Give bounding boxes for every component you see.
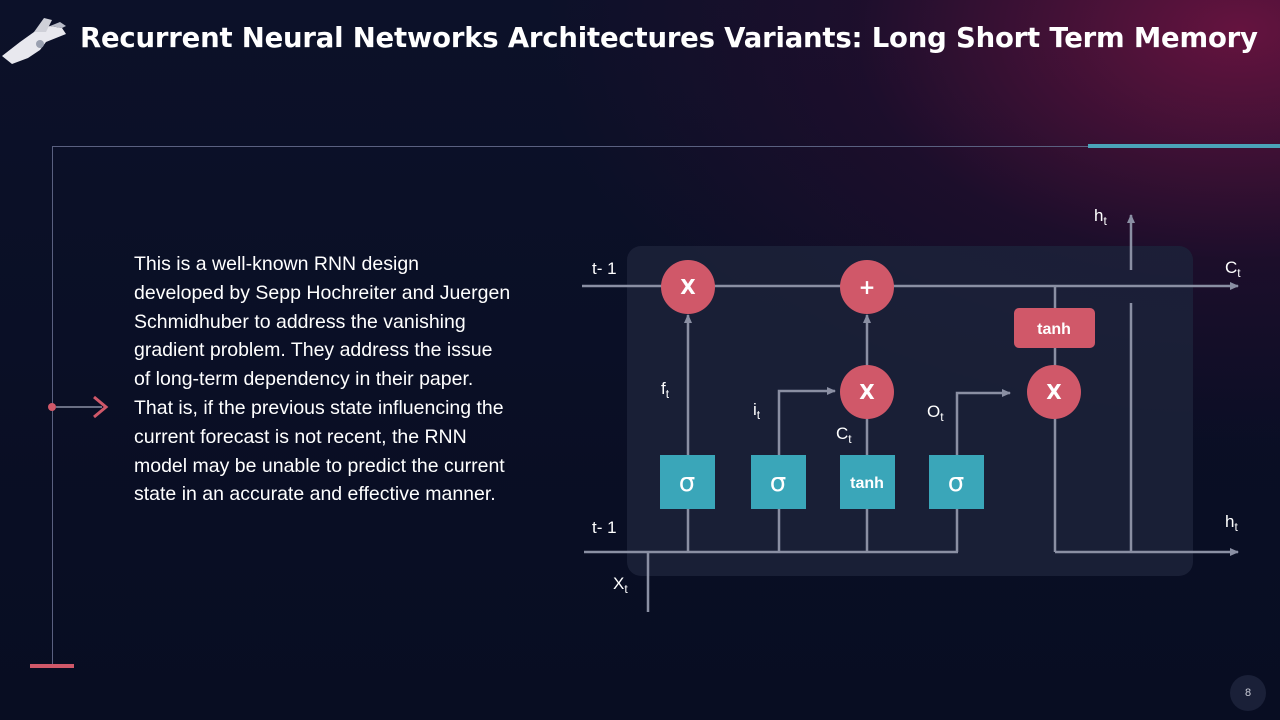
tanh-candidate-label: tanh bbox=[850, 475, 884, 492]
sigma-input-label: σ bbox=[770, 468, 786, 498]
label-bottom-t-minus-1: t- 1 bbox=[592, 518, 617, 537]
page-number: 8 bbox=[1230, 675, 1266, 711]
forget-multiply-label: X bbox=[680, 275, 696, 299]
add-node bbox=[840, 260, 894, 314]
label-xt: Xt bbox=[613, 574, 628, 596]
accent-bar-red bbox=[30, 664, 74, 668]
tanh-cell-box bbox=[1014, 308, 1095, 348]
label-ft: ft bbox=[661, 379, 670, 401]
sigma-forget-label: σ bbox=[679, 468, 695, 498]
input-multiply-label: X bbox=[859, 380, 875, 404]
slide-title: Recurrent Neural Networks Architectures … bbox=[80, 22, 1258, 54]
output-multiply-label: X bbox=[1046, 380, 1062, 404]
label-it: it bbox=[753, 400, 761, 422]
label-top-t-minus-1: t- 1 bbox=[592, 259, 617, 278]
label-ht-top: ht bbox=[1094, 206, 1107, 228]
label-ct-mid: Ct bbox=[836, 424, 852, 446]
label-ot: Ot bbox=[927, 402, 944, 424]
accent-bar-teal bbox=[1088, 144, 1280, 148]
frame-line-top bbox=[52, 146, 1092, 147]
arrow-right-icon bbox=[48, 395, 109, 419]
add-label: + bbox=[859, 275, 876, 299]
forget-multiply-node bbox=[661, 260, 715, 314]
label-ht-right: ht bbox=[1225, 512, 1238, 534]
tanh-candidate-box bbox=[840, 455, 895, 509]
sigma-output-label: σ bbox=[948, 468, 964, 498]
sigma-forget-box bbox=[660, 455, 715, 509]
sigma-input-box bbox=[751, 455, 806, 509]
robot-hand-icon bbox=[2, 18, 66, 64]
input-multiply-node bbox=[840, 365, 894, 419]
sigma-output-box bbox=[929, 455, 984, 509]
label-ct-right: Ct bbox=[1225, 258, 1241, 280]
lstm-diagram: X + X X tanh σ σ tanh σ t- 1 t- 1 ht Ct … bbox=[582, 206, 1241, 612]
tanh-cell-label: tanh bbox=[1037, 321, 1071, 338]
output-multiply-node bbox=[1027, 365, 1081, 419]
body-text: This is a well-known RNN design develope… bbox=[134, 253, 511, 506]
